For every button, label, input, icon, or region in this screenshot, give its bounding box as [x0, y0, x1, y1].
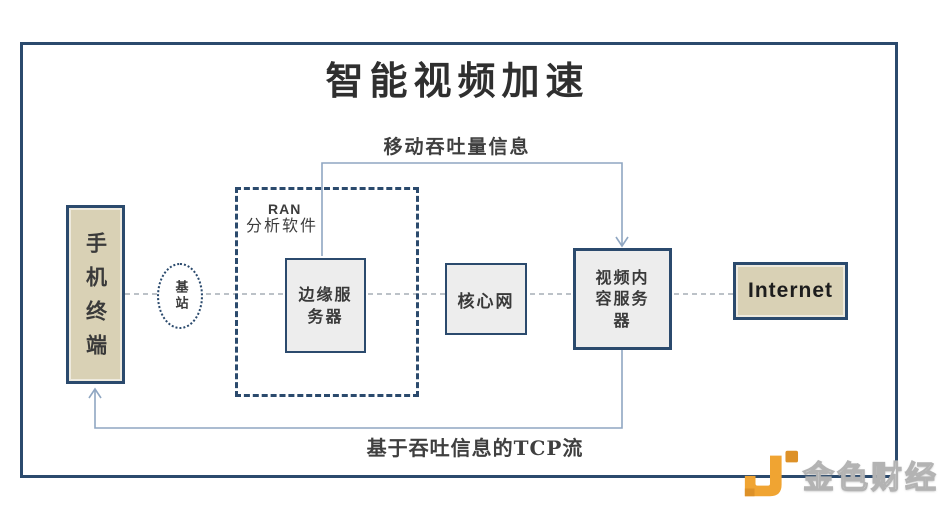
internet-label: Internet: [747, 279, 833, 302]
node-phone-terminal: 手机终端: [66, 205, 125, 384]
base-station-label: 基站: [172, 280, 188, 312]
watermark-brand: 金色财经: [802, 459, 939, 496]
node-video-content-server: 视频内 容服务 器: [573, 248, 672, 350]
node-internet: Internet: [733, 262, 848, 320]
throughput-arrowhead: [615, 236, 629, 248]
edge-server-label: 边缘服 务器: [298, 284, 353, 326]
ran-group-box: [235, 187, 419, 397]
throughput-flow-line: [321, 162, 623, 256]
diagram-border: [20, 42, 898, 478]
jinse-logo-icon: [744, 450, 799, 497]
tcp-arrowhead: [88, 387, 102, 399]
ran-group-name: RAN: [268, 201, 302, 217]
ran-group-label: RAN 分析软件: [246, 201, 318, 235]
video-content-server-label: 视频内 容服务 器: [595, 267, 650, 330]
node-core-network: 核心网: [445, 263, 527, 335]
phone-terminal-label: 手机终端: [83, 231, 109, 368]
watermark: 金色财经: [741, 449, 939, 499]
core-network-label: 核心网: [457, 291, 515, 312]
throughput-flow-label: 移动吞吐量信息: [383, 136, 531, 158]
node-edge-server: 边缘服 务器: [285, 258, 366, 353]
tcp-flow-line: [94, 350, 623, 429]
diagram-title: 智能视频加速: [325, 58, 590, 103]
node-base-station: 基站: [157, 263, 203, 329]
ran-group-subtitle: 分析软件: [246, 216, 319, 236]
tcp-flow-label: 基于吞吐信息的TCP流: [366, 436, 584, 460]
